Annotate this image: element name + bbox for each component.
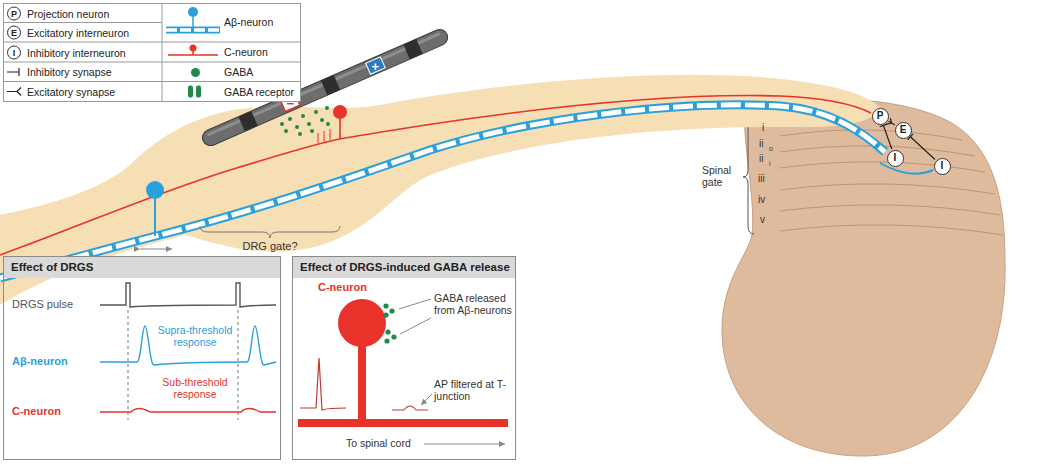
callout-note: AP filtered at T-junction [434, 378, 512, 402]
spinal-gate-brace [743, 120, 754, 234]
neuron-letter: I [941, 161, 944, 171]
lamina-subscript: o [769, 145, 773, 153]
laminae-lines [780, 130, 1003, 235]
legend-text: Inhibitory interneuron [27, 46, 126, 58]
legend-text: GABA receptor [224, 85, 294, 97]
legend-letter: P [11, 9, 17, 18]
drgs-traces [100, 283, 276, 420]
abeta-fiber [0, 105, 933, 278]
panel-heading: Effect of DRGS-induced GABA release [293, 257, 515, 278]
legend-frame [4, 4, 301, 102]
neuron-label: C-neuron [318, 281, 367, 294]
trace-label: Aβ-neuron [12, 355, 68, 368]
legend-text: Inhibitory synapse [27, 66, 112, 78]
neuron-letter: E [900, 125, 907, 135]
legend-letter: I [13, 48, 16, 57]
legend-swatch [191, 68, 200, 77]
neuron-letter: P [877, 111, 884, 121]
trace-label: C-neuron [12, 405, 61, 418]
drg-gate-brace [200, 226, 340, 238]
response-note: Supra-threshold response [156, 324, 234, 348]
legend-text: Aβ-neuron [224, 16, 273, 28]
lamina-label: i [762, 122, 764, 134]
inhibitory-synapse [880, 124, 892, 149]
bidirectional-arrow [140, 249, 172, 250]
legend-letter: E [11, 28, 17, 37]
lamina-subscript: i [769, 160, 771, 168]
cathode-sign: − [286, 96, 294, 109]
c-neuron-soma [333, 105, 347, 119]
abeta-neuron-soma [146, 181, 164, 199]
inhibitory-synapse [908, 134, 935, 160]
lamina-label: iii [758, 173, 765, 185]
neuron-circle: I [934, 158, 951, 175]
lamina-label: ii [759, 138, 763, 150]
legend-text: Excitatory synapse [27, 85, 115, 97]
direction-label: To spinal cord [346, 437, 411, 449]
neuron-circle: E [895, 122, 912, 139]
legend-samples [7, 7, 220, 98]
gaba-release-illustration [298, 299, 508, 444]
trace-label: DRGS pulse [12, 298, 73, 311]
lamina-label: iv [758, 194, 765, 206]
region-label: Spinal gate [702, 164, 742, 188]
anode-sign: + [372, 59, 380, 72]
neuron-circle: I [887, 150, 904, 167]
legend-text: Projection neuron [27, 7, 109, 19]
callout-note: GABA released from Aβ-neurons [434, 292, 512, 316]
panel-heading: Effect of DRGS [4, 257, 280, 278]
legend-text: Excitatory interneuron [27, 26, 129, 38]
lamina-label: ii [759, 153, 763, 165]
response-note: Sub-threshold response [156, 376, 234, 400]
neuron-circle: P [872, 108, 889, 125]
neuron-letter: I [894, 153, 897, 163]
c-fiber [0, 96, 871, 255]
legend-text: GABA [224, 66, 253, 78]
lamina-label: v [760, 214, 765, 226]
region-label: DRG gate? [242, 241, 297, 252]
spinal-cord [722, 99, 1005, 456]
legend-text: C-neuron [224, 46, 268, 58]
